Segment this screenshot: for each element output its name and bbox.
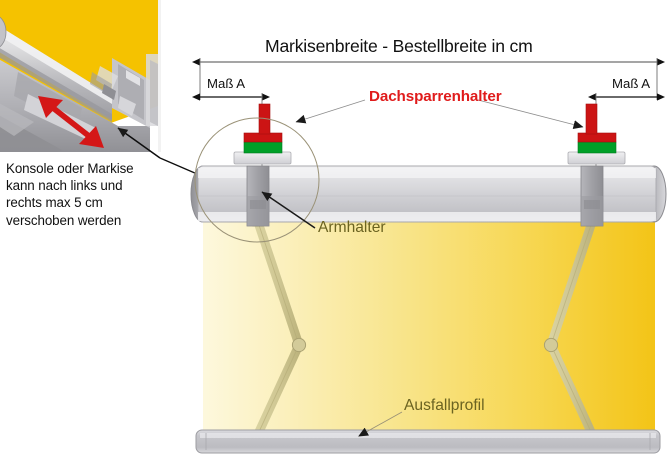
bracket-green-bar-right bbox=[577, 141, 617, 154]
bracket-base-plate-right bbox=[567, 151, 626, 165]
arm-holder-left bbox=[246, 165, 270, 227]
dimension-label-mass-a-right: Maß A bbox=[612, 76, 651, 91]
bracket-green-bar-left bbox=[243, 141, 283, 154]
photo-caption-line-3: rechts max 5 cm bbox=[6, 195, 103, 211]
photo-rail bbox=[0, 16, 112, 122]
bracket-red-bar-right bbox=[577, 132, 617, 143]
page-title: Markisenbreite - Bestellbreite in cm bbox=[265, 36, 533, 56]
detail-circle bbox=[194, 117, 320, 243]
photo-inset bbox=[0, 0, 186, 152]
label-dachsparrenhalter: Dachsparrenhalter bbox=[369, 88, 502, 105]
label-armhalter: Armhalter bbox=[318, 219, 386, 236]
photo-caption-line-2: kann nach links und bbox=[6, 178, 123, 194]
bracket-red-bar-left bbox=[243, 132, 283, 143]
dimension-overall bbox=[192, 58, 665, 100]
bracket-red-post-right bbox=[585, 103, 598, 135]
dachsparrenhalter-left bbox=[233, 103, 292, 165]
leader-dachsparrenhalter bbox=[295, 99, 584, 129]
dimension-label-mass-a-left: Maß A bbox=[207, 76, 246, 91]
ausfallprofil bbox=[195, 429, 661, 454]
photo-caption: Konsole oder Markise kann nach links und… bbox=[6, 160, 181, 229]
photo-caption-line-4: verschoben werden bbox=[6, 212, 122, 228]
leader-armhalter bbox=[261, 191, 316, 229]
photo-shift-arrow bbox=[38, 96, 104, 148]
photo-caption-line-1: Konsole oder Markise bbox=[6, 161, 134, 176]
dachsparrenhalter-right bbox=[567, 103, 626, 165]
folding-arms bbox=[250, 212, 600, 439]
leader-ausfallprofil bbox=[358, 411, 403, 437]
arm-holder-right bbox=[580, 165, 604, 227]
bracket-base-plate-left bbox=[233, 151, 292, 165]
label-ausfallprofil: Ausfallprofil bbox=[404, 397, 485, 414]
